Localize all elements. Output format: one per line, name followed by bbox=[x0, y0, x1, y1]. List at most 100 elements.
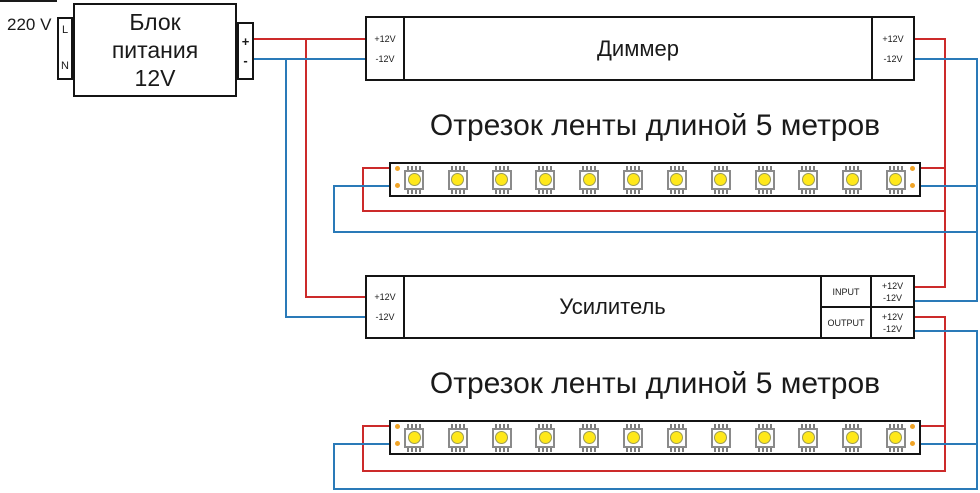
led-pins-top bbox=[801, 423, 816, 428]
amp-output-plus: +12V bbox=[881, 311, 904, 322]
led-pins-top bbox=[713, 165, 728, 170]
led-pins-top bbox=[494, 165, 509, 170]
psu-output-terminals: + - bbox=[237, 22, 254, 80]
led-package bbox=[535, 427, 556, 448]
psu-box: Блок питания 12V bbox=[73, 3, 237, 97]
amp-output-label: OUTPUT bbox=[822, 308, 872, 337]
led-package bbox=[447, 427, 468, 448]
wire-strip1-right-minus bbox=[911, 185, 978, 187]
led-pins-top bbox=[845, 165, 860, 170]
led-package bbox=[579, 427, 600, 448]
wire-strip2-plus-return bbox=[362, 470, 946, 472]
led-pins-top bbox=[582, 423, 597, 428]
led-strip-1 bbox=[389, 162, 921, 197]
led-pins-bottom bbox=[801, 189, 816, 194]
led-pins-top bbox=[713, 423, 728, 428]
led-pins-bottom bbox=[845, 447, 860, 452]
wire-plus-to-amplifier bbox=[305, 296, 365, 298]
led-pins-top bbox=[582, 165, 597, 170]
led-pins-bottom bbox=[582, 447, 597, 452]
led-module bbox=[404, 423, 424, 452]
wire-strip1-minus-return bbox=[333, 231, 978, 233]
led-package bbox=[491, 427, 512, 448]
led-pins-bottom bbox=[845, 189, 860, 194]
psu-terminal-plus: + bbox=[241, 34, 250, 49]
wire-minus-branch-down bbox=[285, 58, 287, 318]
led-strip-2 bbox=[389, 420, 921, 455]
wire-strip1-left-plus bbox=[362, 167, 398, 169]
led-pins-bottom bbox=[626, 189, 641, 194]
led-chip bbox=[626, 431, 640, 444]
amp-input-terminals: +12V -12V bbox=[872, 277, 913, 306]
led-chip bbox=[801, 431, 815, 444]
led-module bbox=[535, 165, 556, 194]
led-pins-top bbox=[801, 165, 816, 170]
wire-plus-branch-down bbox=[305, 38, 307, 298]
led-chip bbox=[451, 173, 465, 186]
led-chip bbox=[670, 431, 684, 444]
wire-psu-minus-to-dimmer bbox=[254, 58, 365, 60]
led-module bbox=[798, 165, 819, 194]
led-module bbox=[491, 165, 512, 194]
led-module bbox=[885, 423, 906, 452]
led-pins-bottom bbox=[407, 447, 421, 452]
dimmer-input-terminals: +12V -12V bbox=[367, 18, 405, 79]
led-pins-top bbox=[845, 423, 860, 428]
led-package bbox=[798, 427, 819, 448]
dimmer-out-minus: -12V bbox=[883, 53, 903, 64]
dimmer-label: Диммер bbox=[597, 35, 679, 61]
amplifier-output-row: OUTPUT +12V -12V bbox=[822, 308, 913, 337]
amp-input-plus: +12V bbox=[881, 280, 904, 291]
led-pins-bottom bbox=[669, 447, 684, 452]
led-module bbox=[491, 423, 512, 452]
dimmer-in-plus: +12V bbox=[374, 33, 396, 44]
strip2-title: Отрезок ленты длиной 5 метров bbox=[429, 367, 881, 400]
amp-supply-minus: -12V bbox=[375, 312, 395, 322]
led-pins-bottom bbox=[407, 189, 421, 194]
strip1-pad-right-plus bbox=[910, 166, 915, 171]
led-package bbox=[885, 169, 906, 190]
led-module bbox=[535, 423, 556, 452]
strip1-pad-left-minus bbox=[395, 183, 400, 188]
led-chip bbox=[495, 431, 509, 444]
strip2-leds bbox=[404, 422, 906, 453]
led-pins-top bbox=[669, 423, 684, 428]
led-package bbox=[710, 427, 731, 448]
led-package bbox=[623, 169, 644, 190]
led-chip bbox=[714, 431, 728, 444]
wire-strip2-right-minus bbox=[911, 443, 978, 445]
led-pins-bottom bbox=[538, 189, 553, 194]
led-chip bbox=[889, 173, 903, 186]
led-pins-top bbox=[669, 165, 684, 170]
wire-strip1-left-plus-down bbox=[362, 167, 364, 212]
led-pins-bottom bbox=[582, 189, 597, 194]
led-pins-bottom bbox=[757, 447, 772, 452]
psu-terminal-l: L bbox=[61, 24, 69, 36]
dimmer-output-terminals: +12V -12V bbox=[871, 18, 913, 79]
led-package bbox=[754, 169, 775, 190]
wire-strip2-right-plus bbox=[911, 425, 946, 427]
led-module bbox=[842, 423, 863, 452]
led-chip bbox=[845, 173, 859, 186]
led-module bbox=[579, 423, 600, 452]
wire-strip1-left-minus-down bbox=[333, 185, 335, 233]
amplifier-box: +12V -12V Усилитель INPUT +12V -12V OUTP… bbox=[365, 275, 915, 339]
led-package bbox=[535, 169, 556, 190]
strip1-pad-right-minus bbox=[910, 183, 915, 188]
led-pins-top bbox=[888, 423, 903, 428]
strip2-pad-right-minus bbox=[910, 441, 915, 446]
led-pins-bottom bbox=[538, 447, 553, 452]
led-package bbox=[579, 169, 600, 190]
amplifier-input-row: INPUT +12V -12V bbox=[822, 277, 913, 308]
led-pins-top bbox=[407, 165, 421, 170]
wire-right-plus-vertical-2 bbox=[944, 316, 946, 472]
led-package bbox=[404, 169, 424, 190]
led-module bbox=[623, 423, 644, 452]
led-package bbox=[842, 169, 863, 190]
amp-output-minus: -12V bbox=[882, 323, 902, 334]
wire-amp-output-plus bbox=[915, 316, 946, 318]
led-pins-top bbox=[757, 165, 772, 170]
led-package bbox=[404, 427, 424, 448]
led-module bbox=[842, 165, 863, 194]
amp-input-minus: -12V bbox=[882, 292, 902, 303]
